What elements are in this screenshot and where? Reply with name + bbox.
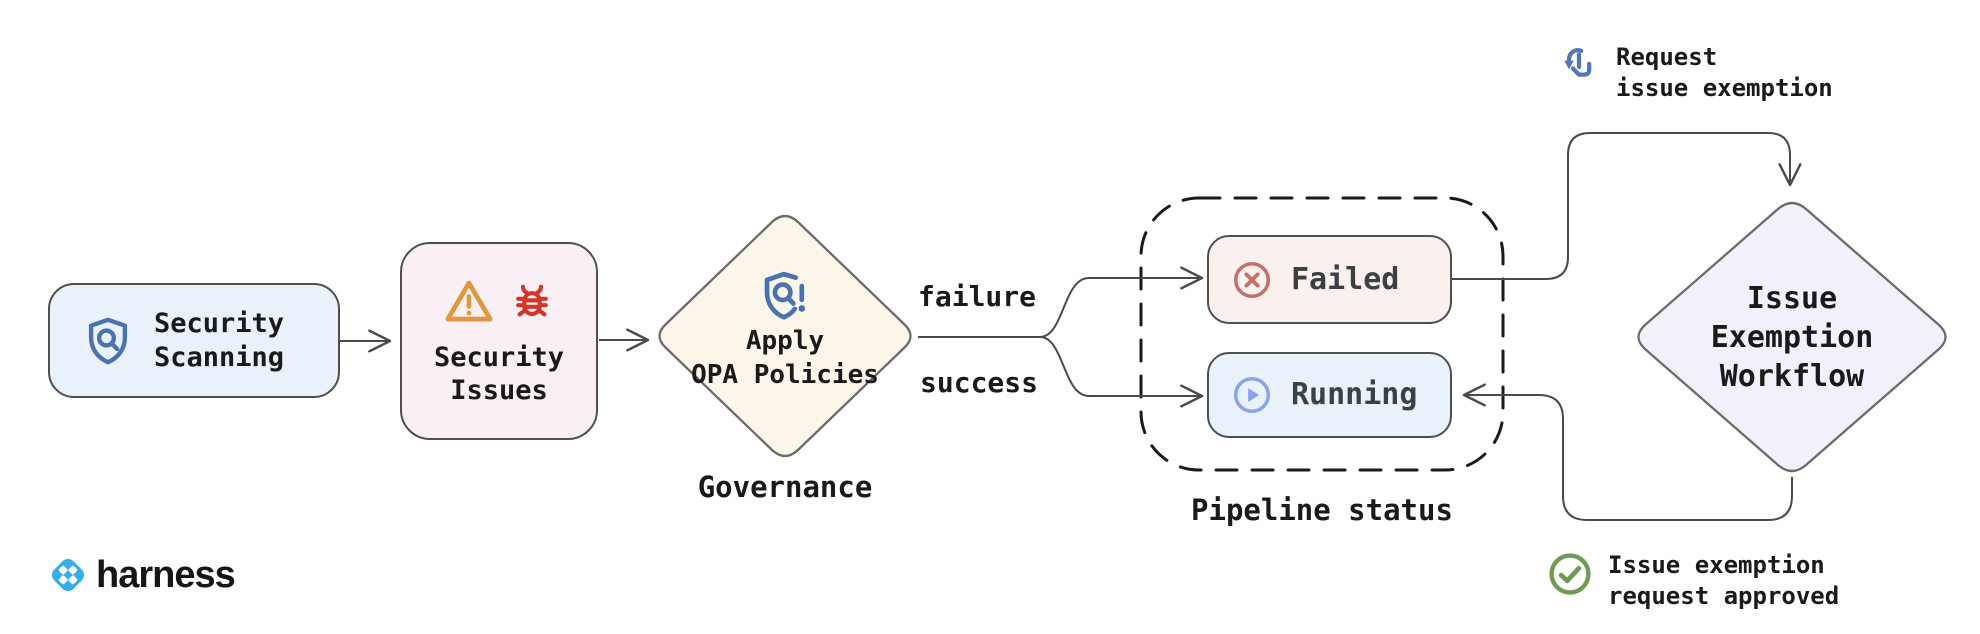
success-edge-label: success	[920, 366, 1039, 399]
approved-line2: request approved	[1608, 582, 1840, 611]
bug-icon	[516, 284, 548, 317]
governance-caption: Governance	[697, 470, 873, 504]
node-running: Running	[1207, 352, 1452, 438]
running-label: Running	[1291, 377, 1418, 413]
approved-line1: Issue exemption	[1608, 551, 1825, 579]
security-scanning-label-line1: Security	[154, 308, 285, 340]
shield-alert-icon	[764, 271, 806, 320]
connector-opa-failure	[918, 266, 1204, 338]
request-exemption-line1: Request	[1616, 43, 1718, 71]
node-failed: Failed	[1207, 235, 1452, 324]
failure-edge-label: failure	[918, 280, 1037, 313]
approved-annotation: Issue exemption request approved	[1546, 550, 1839, 612]
failed-label: Failed	[1291, 261, 1400, 297]
issue-exemption-line1: Issue	[1746, 280, 1838, 316]
tap-gesture-icon	[1564, 48, 1592, 77]
circle-x-icon	[1233, 261, 1271, 298]
connector-opa-success	[918, 336, 1204, 408]
request-exemption-annotation: Request issue exemption	[1556, 42, 1833, 104]
connector-failed-to-workflow	[1452, 132, 1802, 280]
warning-triangle-icon	[445, 280, 493, 321]
security-scanning-label-line2: Scanning	[154, 341, 285, 373]
request-exemption-line2: issue exemption	[1616, 74, 1833, 103]
apply-opa-label-line2: OPA Policies	[691, 359, 879, 390]
pipeline-status-group-border	[1139, 196, 1505, 472]
brand-logo: harness	[46, 553, 236, 597]
issue-exemption-line2: Exemption	[1710, 319, 1874, 355]
circle-check-icon	[1549, 553, 1591, 595]
node-issue-exemption-workflow: Issue Exemption Workflow	[1632, 197, 1952, 477]
issue-exemption-line3: Workflow	[1719, 358, 1865, 394]
security-issues-label-line2: Issues	[450, 375, 548, 406]
pipeline-status-caption: Pipeline status	[1191, 493, 1453, 527]
brand-wordmark: harness	[96, 553, 236, 596]
node-apply-opa-policies: Apply OPA Policies	[653, 204, 917, 457]
issue-exemption-diamond	[1637, 201, 1947, 473]
apply-opa-diamond	[658, 214, 912, 458]
shield-search-icon	[88, 317, 128, 364]
security-issues-label-line1: Security	[433, 341, 565, 373]
node-security-issues: Security Issues	[400, 242, 598, 440]
circle-play-icon	[1233, 376, 1271, 414]
node-security-scanning: Security Scanning	[48, 283, 340, 398]
connector-workflow-to-running	[1462, 383, 1793, 521]
harness-logo-icon	[52, 559, 84, 591]
apply-opa-label-line1: Apply	[745, 325, 825, 356]
